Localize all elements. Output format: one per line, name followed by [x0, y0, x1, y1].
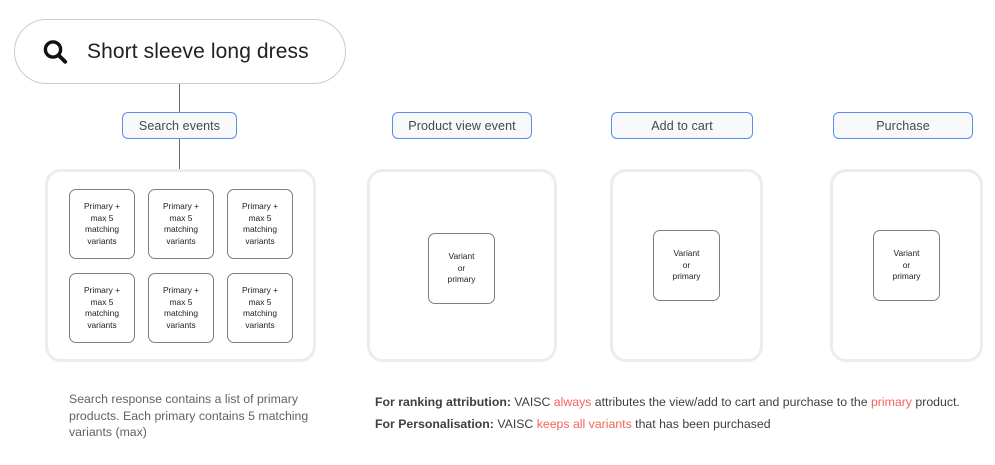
note-ranking-attribution: For ranking attribution: VAISC always at… [375, 391, 987, 413]
connector-line-top [179, 84, 180, 112]
primary-product-card[interactable]: Primary + max 5 matching variants [148, 273, 214, 343]
search-icon [41, 38, 69, 66]
notes-attribution: For ranking attribution: VAISC always at… [375, 391, 987, 435]
label-search-events[interactable]: Search events [122, 112, 237, 139]
primary-product-card[interactable]: Primary + max 5 matching variants [148, 189, 214, 259]
panel-add-to-cart: Variant or primary [610, 169, 763, 362]
primary-product-card[interactable]: Primary + max 5 matching variants [69, 273, 135, 343]
note-ranking-part1: VAISC [510, 395, 554, 409]
search-bar[interactable]: Short sleeve long dress [14, 19, 346, 84]
note-ranking-part2: attributes the view/add to cart and purc… [591, 395, 871, 409]
note-personalisation-label: For Personalisation: [375, 417, 494, 431]
panel-search-events: Primary + max 5 matching variants Primar… [45, 169, 316, 362]
variant-or-primary-card[interactable]: Variant or primary [653, 230, 720, 301]
label-product-view-event[interactable]: Product view event [392, 112, 532, 139]
panel-product-view-event: Variant or primary [367, 169, 557, 362]
note-personalisation-highlight-variants: keeps all variants [536, 417, 632, 431]
primary-product-card[interactable]: Primary + max 5 matching variants [227, 273, 293, 343]
primary-product-card[interactable]: Primary + max 5 matching variants [69, 189, 135, 259]
note-search-response: Search response contains a list of prima… [69, 392, 309, 439]
note-personalisation: For Personalisation: VAISC keeps all var… [375, 413, 987, 435]
note-ranking-highlight-always: always [553, 395, 592, 409]
note-ranking-part3: product. [911, 395, 960, 409]
search-query-text: Short sleeve long dress [87, 39, 309, 63]
note-ranking-label: For ranking attribution: [375, 395, 511, 409]
note-personalisation-part1: VAISC [493, 417, 537, 431]
variant-or-primary-card[interactable]: Variant or primary [873, 230, 940, 301]
primary-product-card[interactable]: Primary + max 5 matching variants [227, 189, 293, 259]
note-ranking-highlight-primary: primary [870, 395, 912, 409]
variant-or-primary-card[interactable]: Variant or primary [428, 233, 495, 304]
label-add-to-cart[interactable]: Add to cart [611, 112, 753, 139]
note-personalisation-part2: that has been purchased [631, 417, 771, 431]
primary-products-grid: Primary + max 5 matching variants Primar… [69, 189, 293, 343]
label-purchase[interactable]: Purchase [833, 112, 973, 139]
panel-purchase: Variant or primary [830, 169, 983, 362]
connector-line-bottom [179, 139, 180, 169]
